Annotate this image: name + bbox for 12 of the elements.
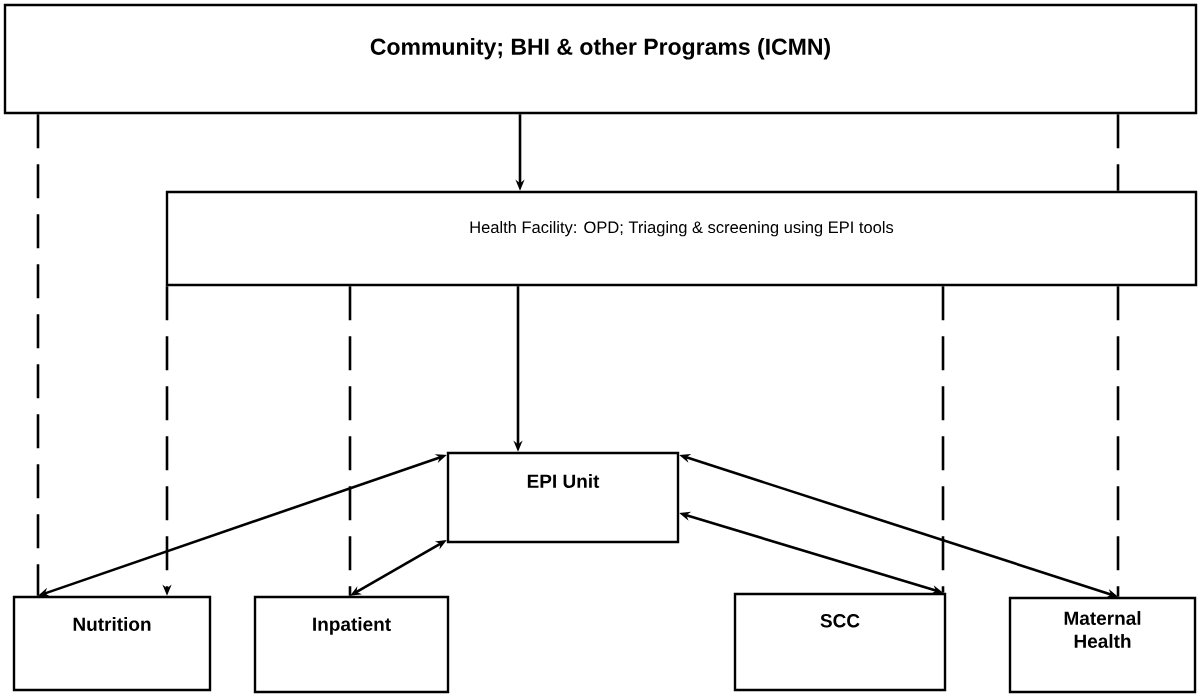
dashed-connector (941, 286, 945, 593)
program-box: Community; BHI & other Programs (ICMN) (3, 3, 1198, 115)
service-box: Maternal Health (1008, 596, 1197, 694)
service-box: Inpatient (253, 595, 450, 694)
dashed-connector (36, 114, 40, 596)
unit-box: EPI Unit (446, 451, 680, 544)
dashed-connector (1116, 114, 1120, 191)
dashed-connector (348, 286, 352, 596)
service-box: SCC (733, 592, 947, 692)
service-box: Nutrition (12, 595, 212, 692)
dashed-connector (1116, 286, 1120, 597)
facility-box: Health Facility: OPD; Triaging & screening using EPI tools (165, 190, 1198, 287)
